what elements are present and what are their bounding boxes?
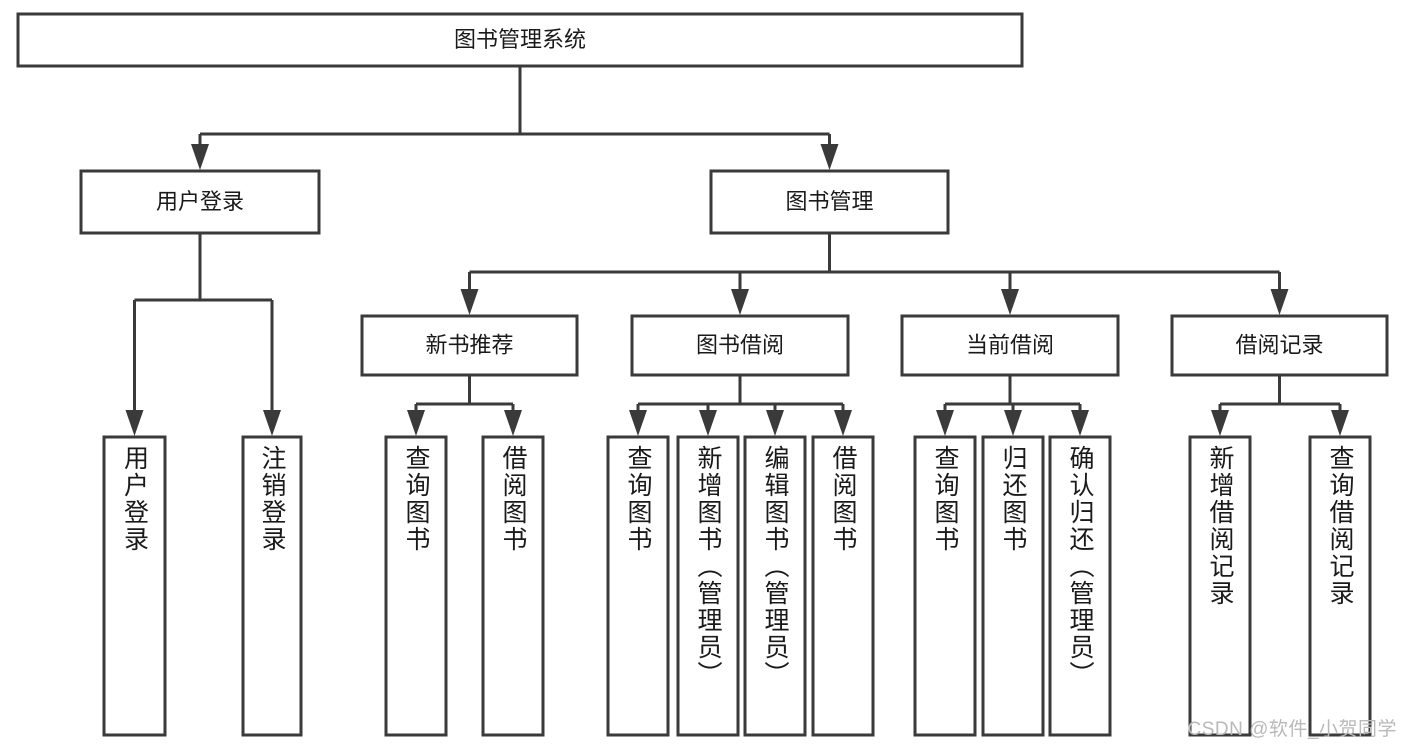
leaf-box-l3a-query-book[interactable] [384,435,448,737]
arrow-head-icon-book-manage-0 [460,289,479,315]
arrow-head-icon-user-login-1 [263,410,281,436]
arrow-head-icon-l3-current-borrow-2 [1071,410,1089,436]
arrow-head-icon-l3-new-book-recommend-1 [504,410,522,436]
edges-layer [125,66,1349,436]
node-label-borrow-record: 借阅记录 [1235,332,1323,357]
leaf-box-l3d-add-record[interactable] [1188,435,1252,737]
arrow-head-icon-l3-book-borrow-3 [834,410,852,436]
node-borrow-record[interactable] [1170,314,1389,377]
leaf-box-leaf-user-logout[interactable] [241,435,303,737]
arrow-head-icon-l3-current-borrow-0 [936,410,954,436]
node-label-root: 图书管理系统 [454,27,586,52]
node-label-user-login: 用户登录 [156,189,244,214]
node-current-borrow[interactable] [900,314,1120,377]
node-new-book-recommend[interactable] [360,314,579,377]
node-book-manage[interactable] [709,169,950,235]
arrow-head-icon-book-manage-1 [731,289,749,315]
leaf-box-l3d-query-record[interactable] [1308,435,1372,737]
arrow-head-icon-l3-book-borrow-0 [629,410,647,436]
watermark-text: CSDN @软件_小贺同学 [1187,719,1397,740]
leaf-box-leaf-user-login[interactable] [102,435,167,737]
node-label-book-manage: 图书管理 [785,189,873,214]
leaf-box-l3a-borrow-book[interactable] [481,435,545,737]
arrow-head-icon-l3-book-borrow-1 [699,410,717,436]
node-book-borrow[interactable] [630,314,850,377]
leaf-box-l3c-return-book[interactable] [981,435,1045,737]
node-label-book-borrow: 图书借阅 [696,332,784,357]
arrow-head-icon-l3-new-book-recommend-0 [407,410,425,436]
node-label-current-borrow: 当前借阅 [966,332,1054,357]
node-root-system[interactable] [16,12,1024,68]
arrow-head-icon-l3-borrow-record-0 [1211,410,1229,436]
arrow-head-icon-l3-book-borrow-2 [766,410,784,436]
arrow-head-icon-l3-borrow-record-1 [1331,410,1349,436]
node-user-login[interactable] [79,169,321,235]
leaf-box-l3b-borrow-book[interactable] [811,435,875,737]
arrow-head-icon-book-manage-3 [1270,289,1289,315]
node-label-new-book-recommend: 新书推荐 [425,332,513,357]
leaf-box-l3b-add-book[interactable] [676,435,740,737]
arrow-head-icon-user-login-0 [125,410,144,436]
leaf-box-l3c-confirm-return[interactable] [1048,435,1112,737]
arrow-head-icon-root-0 [191,144,209,170]
leaf-box-l3c-query-book[interactable] [913,435,977,737]
leaf-box-l3b-query-book[interactable] [606,435,670,737]
arrow-head-icon-l3-current-borrow-1 [1004,410,1022,436]
leaf-box-l3b-edit-book[interactable] [743,435,807,737]
arrow-head-icon-book-manage-2 [1001,289,1019,315]
arrow-head-icon-root-1 [820,144,839,170]
